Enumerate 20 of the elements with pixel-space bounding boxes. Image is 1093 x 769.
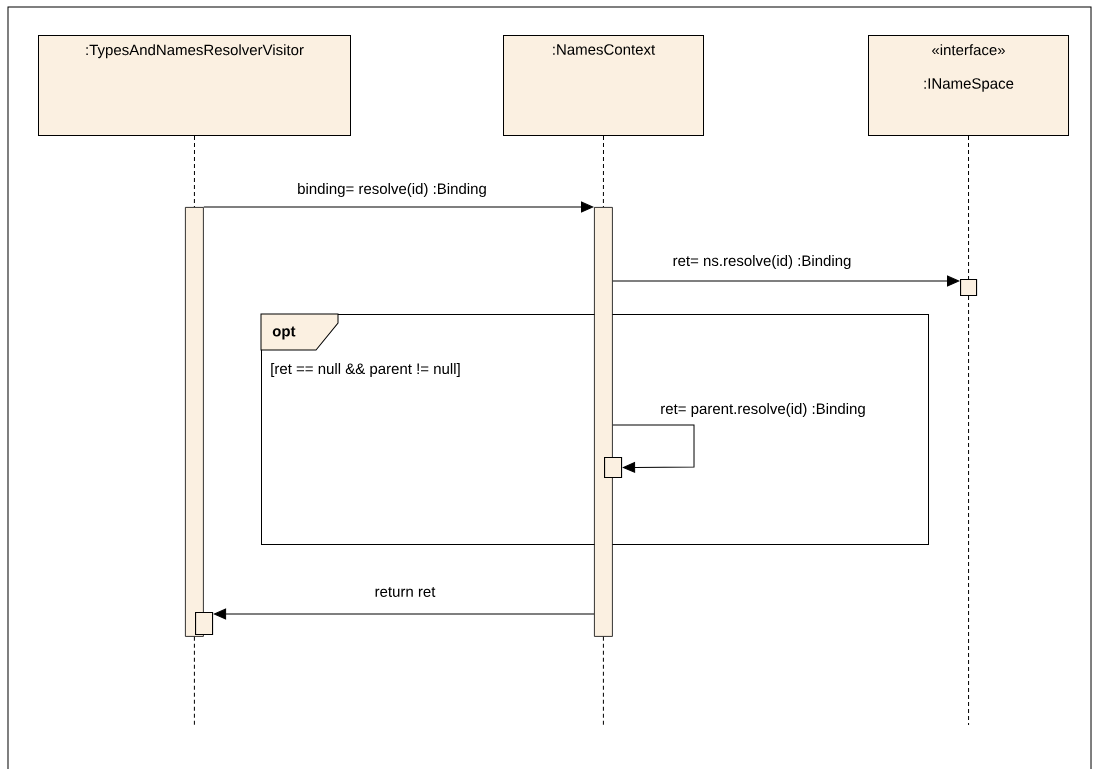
- lifeline-head: :NamesContext: [503, 35, 704, 136]
- lifeline-head: «interface» :INameSpace: [868, 35, 1069, 136]
- lifeline: [193, 135, 195, 208]
- activation-box: [195, 612, 214, 636]
- lifeline: [968, 295, 970, 726]
- message-arrow: [213, 608, 595, 620]
- message-arrow: [612, 275, 960, 287]
- activation-box: [604, 457, 623, 479]
- self-message-arrow: [612, 424, 695, 473]
- lifeline: [968, 135, 970, 280]
- message-arrow: [203, 201, 594, 213]
- message-label: ret= parent.resolve(id) :Binding: [659, 402, 867, 418]
- lifeline: [602, 636, 604, 726]
- message-label: ret= ns.resolve(id) :Binding: [671, 254, 853, 270]
- lifeline: [193, 636, 195, 726]
- message-label: return ret: [373, 586, 437, 598]
- activation-box: [960, 279, 978, 297]
- message-label: binding= resolve(id) :Binding: [296, 182, 488, 198]
- lifeline-head: :TypesAndNamesResolverVisitor: [38, 35, 351, 136]
- lifeline: [602, 135, 604, 208]
